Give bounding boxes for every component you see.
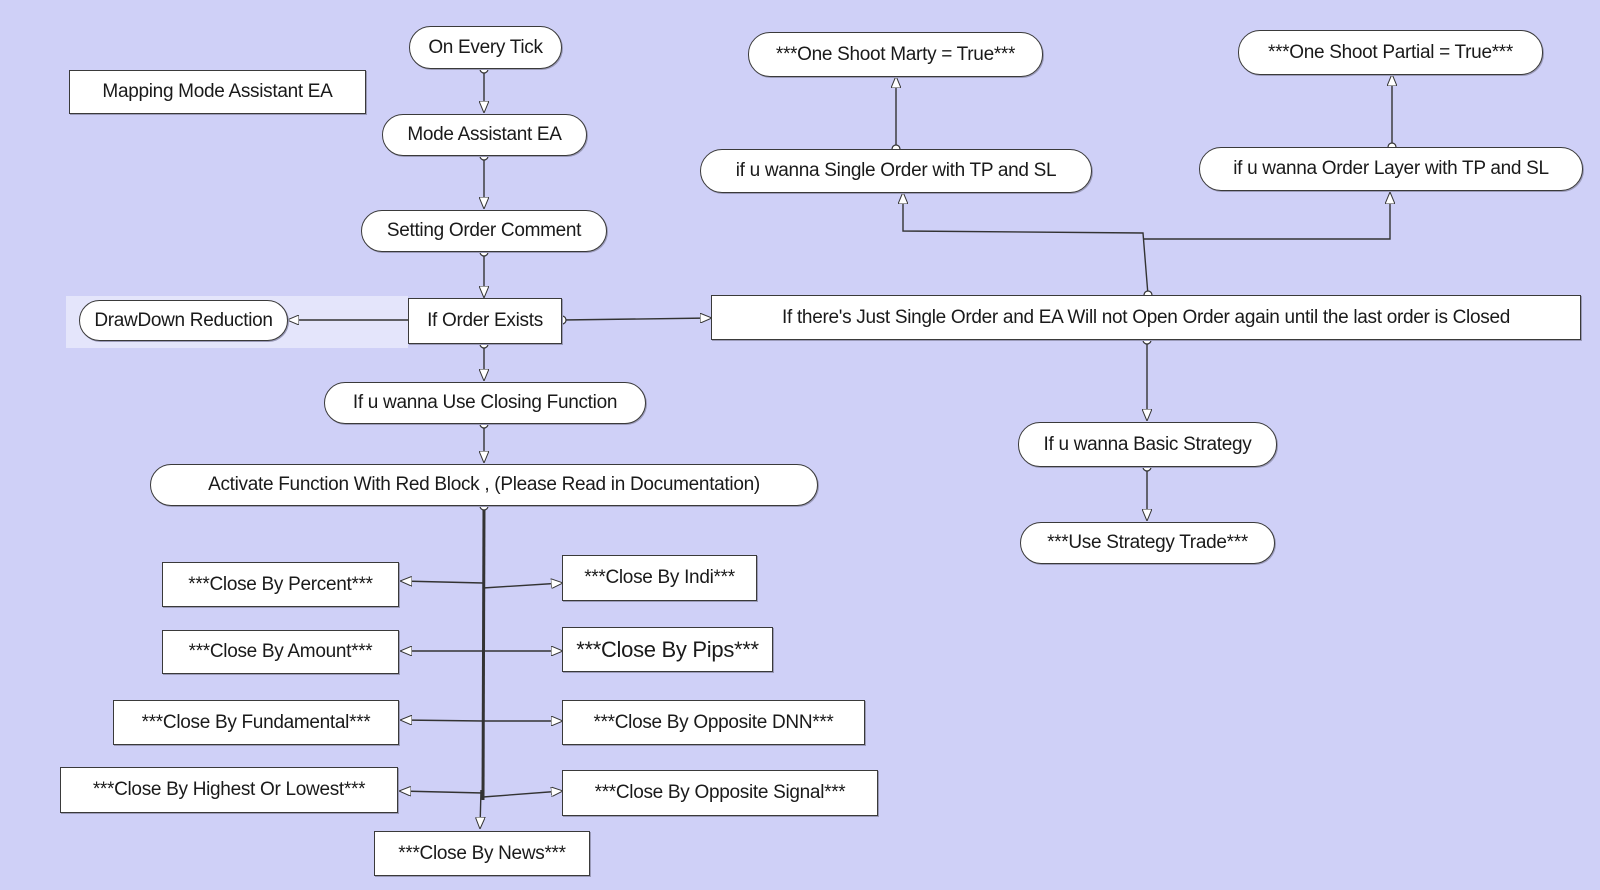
node-order-layer-tp-sl[interactable]: if u wanna Order Layer with TP and SL xyxy=(1199,147,1583,191)
edge-to-close-fundamental xyxy=(401,720,484,721)
node-use-closing-function[interactable]: If u wanna Use Closing Function xyxy=(324,382,646,424)
node-close-by-highest-lowest[interactable]: ***Close By Highest Or Lowest*** xyxy=(60,767,398,813)
node-close-by-amount[interactable]: ***Close By Amount*** xyxy=(162,630,399,674)
node-use-strategy-trade[interactable]: ***Use Strategy Trade*** xyxy=(1020,522,1275,564)
node-close-by-pips[interactable]: ***Close By Pips*** xyxy=(562,627,773,672)
node-close-by-news[interactable]: ***Close By News*** xyxy=(374,831,590,876)
edge-to-close-indi xyxy=(482,583,562,589)
edge-rule-to-single-tp xyxy=(903,193,1149,296)
node-one-shoot-partial[interactable]: ***One Shoot Partial = True*** xyxy=(1238,30,1543,75)
node-close-by-percent[interactable]: ***Close By Percent*** xyxy=(162,562,399,607)
node-single-order-rule[interactable]: If there's Just Single Order and EA Will… xyxy=(711,295,1581,340)
node-one-shoot-marty[interactable]: ***One Shoot Marty = True*** xyxy=(748,32,1043,77)
diagram-title: Mapping Mode Assistant EA xyxy=(69,70,366,114)
node-single-order-tp-sl[interactable]: if u wanna Single Order with TP and SL xyxy=(700,149,1092,193)
edge-rule-to-layer-tp xyxy=(1143,193,1390,240)
edge-activate-trunk xyxy=(481,505,486,801)
node-if-order-exists[interactable]: If Order Exists xyxy=(408,298,562,344)
node-mode-assistant[interactable]: Mode Assistant EA xyxy=(382,114,587,156)
edge-to-close-percent xyxy=(401,581,484,583)
node-close-by-opposite-signal[interactable]: ***Close By Opposite Signal*** xyxy=(562,770,878,816)
edge-exists-to-single-rule xyxy=(561,318,711,320)
edge-to-close-highest xyxy=(400,791,484,793)
node-activate-function[interactable]: Activate Function With Red Block , (Plea… xyxy=(150,464,818,506)
node-on-every-tick[interactable]: On Every Tick xyxy=(409,26,562,69)
node-close-by-indi[interactable]: ***Close By Indi*** xyxy=(562,555,757,601)
node-close-by-opposite-dnn[interactable]: ***Close By Opposite DNN*** xyxy=(562,700,865,745)
edge-to-close-signal xyxy=(482,791,562,798)
node-setting-order-comment[interactable]: Setting Order Comment xyxy=(361,210,607,252)
node-drawdown-reduction[interactable]: DrawDown Reduction xyxy=(79,300,288,341)
edge-trunk-to-news xyxy=(480,789,481,828)
node-close-by-fundamental[interactable]: ***Close By Fundamental*** xyxy=(113,700,399,745)
node-basic-strategy[interactable]: If u wanna Basic Strategy xyxy=(1018,422,1277,467)
